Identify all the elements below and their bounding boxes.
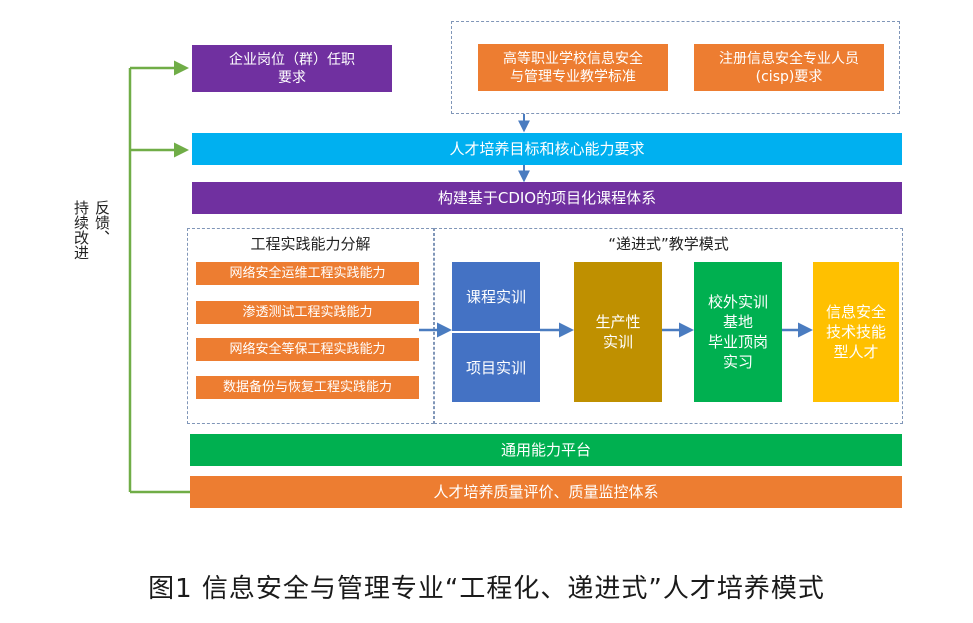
progressive-title: “递进式”教学模式 (608, 235, 729, 253)
figure-caption: 图1 信息安全与管理专业“工程化、递进式”人才培养模式 (148, 574, 825, 604)
decomposition-item-2: 渗透测试工程实践能力 (196, 301, 419, 324)
feedback-label: 反馈、 持续改进 (72, 200, 111, 260)
decomposition-group (187, 228, 434, 424)
course-training-box: 课程实训 (452, 262, 540, 331)
feedback-loop-line (128, 60, 190, 494)
cisp-requirements-box: 注册信息安全专业人员 (cisp)要求 (694, 44, 884, 91)
decomposition-item-3: 网络安全等保工程实践能力 (196, 338, 419, 361)
decomposition-title: 工程实践能力分解 (250, 235, 371, 253)
teaching-standard-box: 高等职业学校信息安全 与管理专业教学标准 (478, 44, 668, 91)
curriculum-system-bar: 构建基于CDIO的项目化课程体系 (192, 182, 902, 214)
decomposition-item-1: 网络安全运维工程实践能力 (196, 262, 419, 285)
job-requirements-box: 企业岗位（群）任职 要求 (192, 45, 392, 92)
progressive-group (434, 228, 903, 424)
standards-group (451, 21, 900, 114)
production-training-box: 生产性 实训 (574, 262, 662, 402)
general-platform-bar: 通用能力平台 (190, 434, 902, 466)
project-training-box: 项目实训 (452, 333, 540, 402)
offcampus-training-box: 校外实训 基地 毕业顶岗 实习 (694, 262, 782, 402)
talent-goal-bar: 人才培养目标和核心能力要求 (192, 133, 902, 165)
decomposition-item-4: 数据备份与恢复工程实践能力 (196, 376, 419, 399)
result-talent-box: 信息安全 技术技能 型人才 (813, 262, 899, 402)
quality-system-bar: 人才培养质量评价、质量监控体系 (190, 476, 902, 508)
